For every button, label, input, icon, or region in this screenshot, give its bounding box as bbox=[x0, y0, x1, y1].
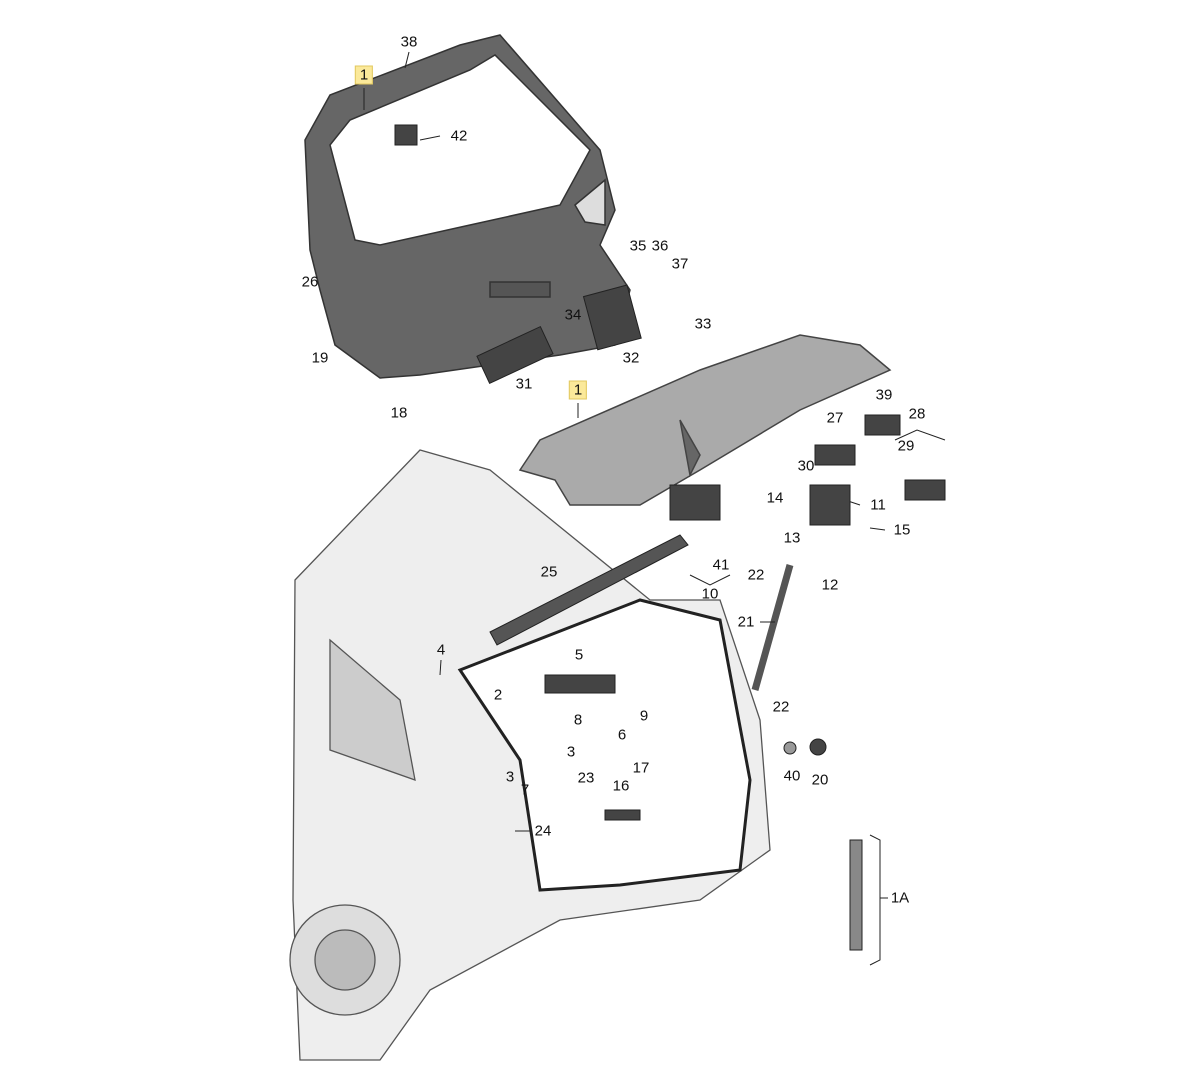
callout-13: 13 bbox=[783, 529, 801, 547]
callout-42: 42 bbox=[450, 127, 468, 145]
callout-12: 12 bbox=[821, 576, 839, 594]
callout-25: 25 bbox=[540, 563, 558, 581]
callout-28: 28 bbox=[908, 405, 926, 423]
callout-34: 34 bbox=[564, 306, 582, 324]
callout-21: 21 bbox=[737, 613, 755, 631]
callout-30: 30 bbox=[797, 457, 815, 475]
callout-39: 39 bbox=[875, 386, 893, 404]
callout-5: 5 bbox=[574, 646, 584, 664]
callout-1-highlighted: 1 bbox=[354, 65, 374, 85]
callout-31: 31 bbox=[515, 375, 533, 393]
callout-23: 23 bbox=[577, 769, 595, 787]
callout-38: 38 bbox=[400, 33, 418, 51]
callout-20: 20 bbox=[811, 771, 829, 789]
callout-3: 3 bbox=[505, 768, 515, 786]
callout-1-highlighted: 1 bbox=[568, 380, 588, 400]
callout-14: 14 bbox=[766, 489, 784, 507]
callout-3: 3 bbox=[566, 743, 576, 761]
callout-22: 22 bbox=[747, 566, 765, 584]
callout-22: 22 bbox=[772, 698, 790, 716]
callout-4: 4 bbox=[436, 641, 446, 659]
callout-32: 32 bbox=[622, 349, 640, 367]
callout-36: 36 bbox=[651, 237, 669, 255]
callout-33: 33 bbox=[694, 315, 712, 333]
callout-9: 9 bbox=[639, 707, 649, 725]
callout-27: 27 bbox=[826, 409, 844, 427]
vehicle-body bbox=[289, 449, 771, 1061]
callout-10: 10 bbox=[701, 585, 719, 603]
callout-17: 17 bbox=[632, 759, 650, 777]
callout-35: 35 bbox=[629, 237, 647, 255]
callout-19: 19 bbox=[311, 349, 329, 367]
callout-26: 26 bbox=[301, 273, 319, 291]
tailgate-inner bbox=[518, 334, 892, 506]
gas-strut bbox=[751, 564, 794, 691]
callout-40: 40 bbox=[783, 767, 801, 785]
callout-2: 2 bbox=[493, 686, 503, 704]
hardware-parts bbox=[394, 124, 946, 951]
callout-41: 41 bbox=[712, 556, 730, 574]
callout-24: 24 bbox=[534, 822, 552, 840]
seal-strip bbox=[489, 534, 689, 646]
callout-16: 16 bbox=[612, 777, 630, 795]
callout-6: 6 bbox=[617, 726, 627, 744]
callout-1A: 1A bbox=[890, 889, 910, 907]
callout-11: 11 bbox=[870, 496, 886, 514]
leader-lines bbox=[363, 51, 946, 966]
callout-15: 15 bbox=[893, 521, 911, 539]
tailgate-outer bbox=[304, 34, 631, 379]
callout-29: 29 bbox=[897, 437, 915, 455]
callout-37: 37 bbox=[671, 255, 689, 273]
callout-18: 18 bbox=[390, 404, 408, 422]
callout-7: 7 bbox=[520, 781, 530, 799]
callout-8: 8 bbox=[573, 711, 583, 729]
